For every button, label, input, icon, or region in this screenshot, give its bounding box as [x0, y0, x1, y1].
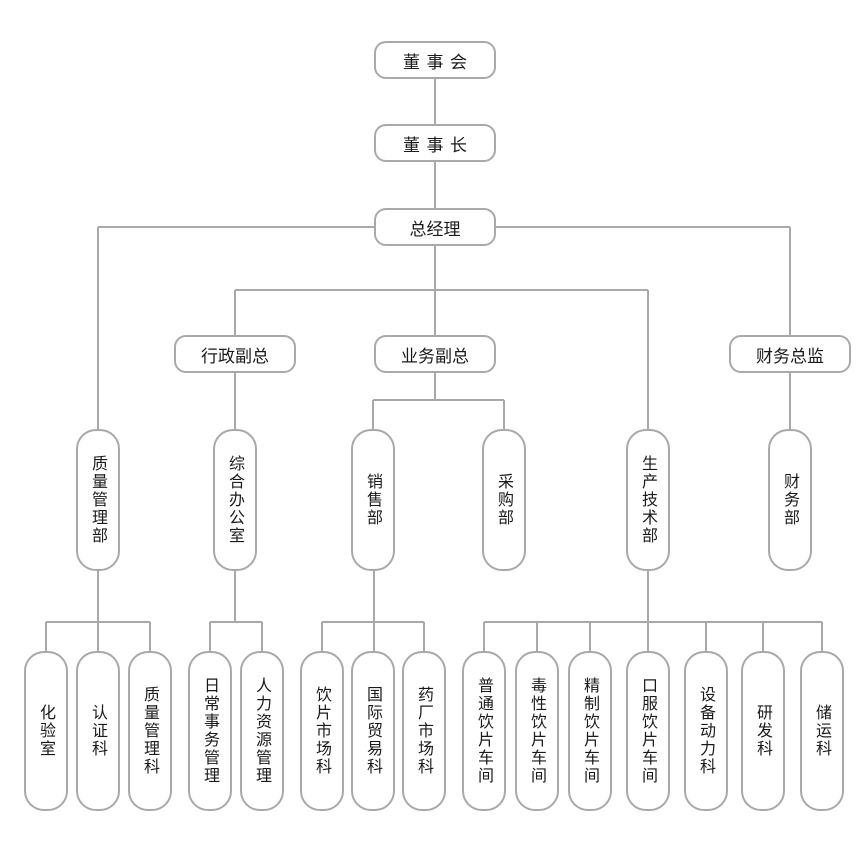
org-node-label: 质量管理科	[141, 686, 160, 776]
org-node-label: 采购部	[495, 473, 514, 527]
org-node-admin-vp: 行政副总	[174, 335, 296, 373]
org-node-intl-trade: 国际贸易科	[351, 651, 395, 811]
org-node-production-tech-dept: 生产技术部	[626, 429, 670, 571]
org-node-pharma-market: 药厂市场科	[402, 651, 446, 811]
connector-line	[45, 622, 47, 651]
org-node-refined-pieces-workshop: 精制饮片车间	[568, 651, 612, 811]
connector-line	[789, 373, 791, 429]
org-node-label: 设备动力科	[697, 686, 716, 776]
connector-line	[705, 622, 707, 651]
connector-line	[234, 571, 236, 622]
connector-line	[434, 373, 436, 400]
org-node-rnd: 研发科	[741, 651, 785, 811]
connector-line	[484, 621, 822, 623]
connector-line	[647, 290, 649, 429]
connector-line	[321, 622, 323, 651]
org-node-label: 人力资源管理	[253, 677, 272, 785]
connector-line	[647, 571, 649, 651]
connector-line	[589, 622, 591, 651]
org-node-certification: 认证科	[76, 651, 120, 811]
org-node-label: 储运科	[813, 704, 832, 758]
org-node-label: 质量管理部	[89, 455, 108, 545]
org-node-label: 财务部	[781, 473, 800, 527]
org-node-board: 董事会	[374, 41, 496, 79]
org-node-lab: 化验室	[24, 651, 68, 811]
org-node-label: 认证科	[89, 704, 108, 758]
org-node-finance-dept: 财务部	[768, 429, 812, 571]
org-node-label: 行政副总	[201, 346, 269, 367]
org-node-business-vp: 业务副总	[374, 335, 496, 373]
connector-line	[98, 226, 374, 228]
org-node-hr-mgmt: 人力资源管理	[240, 651, 284, 811]
org-node-label: 财务总监	[756, 346, 824, 367]
connector-line	[149, 622, 151, 651]
org-node-label: 精制饮片车间	[581, 677, 600, 785]
org-node-oral-pieces-workshop: 口服饮片车间	[626, 651, 670, 811]
org-node-toxic-pieces-workshop: 毒性饮片车间	[515, 651, 559, 811]
org-node-label: 日常事务管理	[201, 677, 220, 785]
org-node-general-office: 综合办公室	[213, 429, 257, 571]
org-node-quality-mgmt-section: 质量管理科	[128, 651, 172, 811]
connector-line	[483, 622, 485, 651]
connector-line	[97, 227, 99, 429]
org-node-label: 普通饮片车间	[475, 677, 494, 785]
org-node-label: 董事会	[403, 52, 474, 73]
org-node-equipment-power: 设备动力科	[684, 651, 728, 811]
connector-line	[373, 399, 504, 401]
org-node-purchasing-dept: 采购部	[482, 429, 526, 571]
connector-line	[235, 289, 648, 291]
org-node-finance-director: 财务总监	[729, 335, 851, 373]
connector-line	[234, 290, 236, 335]
connector-line	[503, 400, 505, 429]
org-node-label: 董事长	[403, 135, 474, 156]
org-node-label: 总经理	[409, 219, 461, 240]
org-node-chairman: 董事长	[374, 124, 496, 162]
connector-line	[46, 621, 150, 623]
connector-line	[373, 571, 375, 651]
org-node-label: 综合办公室	[226, 455, 245, 545]
connector-line	[210, 621, 262, 623]
org-node-label: 化验室	[37, 704, 56, 758]
connector-line	[434, 79, 436, 124]
connector-line	[821, 622, 823, 651]
connector-line	[209, 622, 211, 651]
connector-line	[762, 622, 764, 651]
connector-line	[97, 571, 99, 651]
org-node-ordinary-pieces-workshop: 普通饮片车间	[462, 651, 506, 811]
connector-line	[261, 622, 263, 651]
connector-line	[496, 226, 790, 228]
org-node-label: 业务副总	[401, 346, 469, 367]
connector-line	[789, 227, 791, 335]
connector-line	[434, 162, 436, 208]
org-node-label: 药厂市场科	[415, 686, 434, 776]
org-node-storage-transport: 储运科	[800, 651, 844, 811]
org-node-quality-mgmt-dept: 质量管理部	[76, 429, 120, 571]
org-node-sales-dept: 销售部	[351, 429, 395, 571]
connector-line	[322, 621, 424, 623]
org-node-label: 销售部	[364, 473, 383, 527]
connector-line	[423, 622, 425, 651]
org-node-general-manager: 总经理	[374, 208, 496, 246]
org-node-daily-affairs: 日常事务管理	[188, 651, 232, 811]
org-node-label: 饮片市场科	[313, 686, 332, 776]
org-node-label: 国际贸易科	[364, 686, 383, 776]
org-node-pieces-market: 饮片市场科	[300, 651, 344, 811]
connector-line	[234, 373, 236, 429]
connector-line	[372, 400, 374, 429]
org-node-label: 研发科	[754, 704, 773, 758]
org-node-label: 毒性饮片车间	[528, 677, 547, 785]
org-node-label: 口服饮片车间	[639, 677, 658, 785]
connector-line	[536, 622, 538, 651]
org-node-label: 生产技术部	[639, 455, 658, 545]
